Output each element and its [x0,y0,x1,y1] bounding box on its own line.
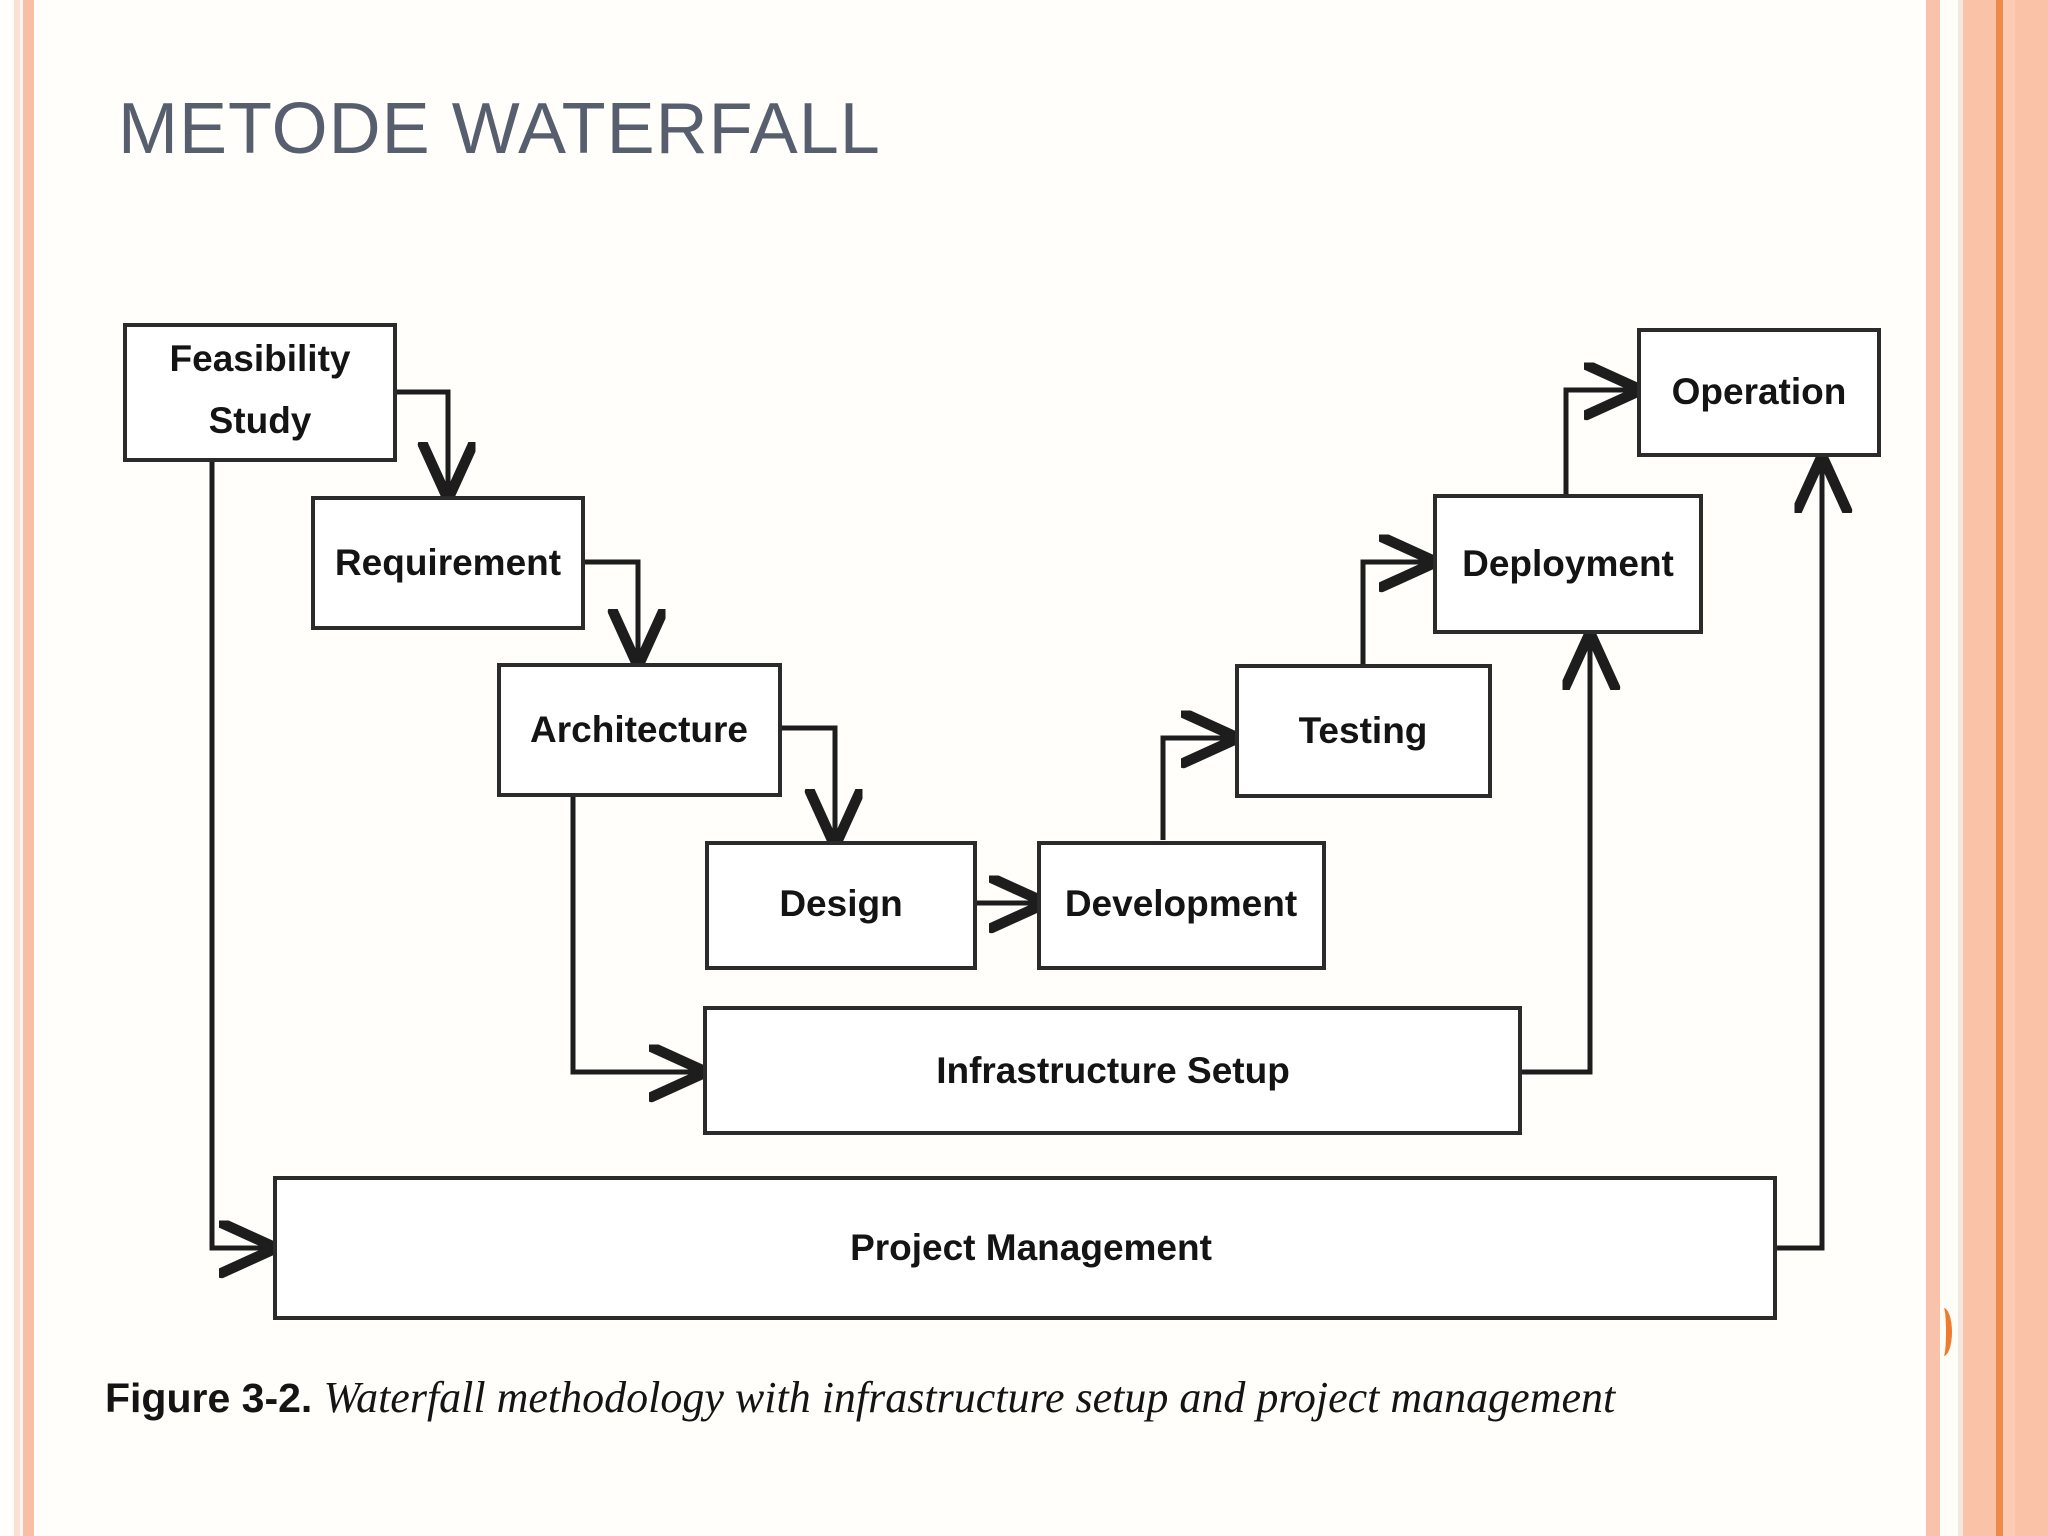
node-label-feasibility-line1: Feasibility [170,338,351,379]
node-label-requirement: Requirement [335,542,561,583]
node-development[interactable]: Development [1037,841,1326,970]
node-label-development: Development [1065,883,1297,924]
connector-projectmanagement-to-operation [1775,463,1822,1251]
node-label-infrastructure-setup: Infrastructure Setup [936,1050,1290,1091]
node-label-architecture: Architecture [530,709,748,750]
connector-architecture-to-infrastructure [570,795,699,1072]
node-label-design: Design [779,883,902,924]
node-testing[interactable]: Testing [1235,664,1492,798]
connector-deployment-to-operation [1563,390,1634,494]
connector-development-to-testing [1160,738,1231,840]
node-label-testing: Testing [1299,710,1428,751]
node-label-deployment: Deployment [1462,543,1674,584]
figure-caption-text: Waterfall methodology with infrastructur… [323,1373,1616,1422]
node-feasibility-study[interactable]: Feasibility Study [123,323,397,462]
connector-feasibility-to-requirement [395,389,448,492]
node-deployment[interactable]: Deployment [1433,494,1703,634]
node-project-management[interactable]: Project Management [273,1176,1777,1320]
connector-feasibility-to-projectmanagement [209,460,269,1248]
figure-caption: Figure 3-2. Waterfall methodology with i… [105,1372,1615,1423]
node-architecture[interactable]: Architecture [497,663,782,797]
figure-caption-label: Figure 3-2. [105,1375,313,1421]
connector-testing-to-deployment [1360,562,1429,666]
node-requirement[interactable]: Requirement [311,496,585,630]
connector-requirement-to-architecture [583,559,638,659]
node-label-feasibility-line2: Study [209,400,312,441]
node-label-project-management: Project Management [850,1227,1212,1268]
node-infrastructure-setup[interactable]: Infrastructure Setup [703,1006,1522,1135]
node-design[interactable]: Design [705,841,977,970]
connector-infrastructure-to-deployment [1520,640,1590,1075]
page-title: METODE WATERFALL [118,89,881,169]
node-operation[interactable]: Operation [1637,328,1881,457]
node-label-operation: Operation [1672,371,1847,412]
connector-architecture-to-design [780,725,835,839]
